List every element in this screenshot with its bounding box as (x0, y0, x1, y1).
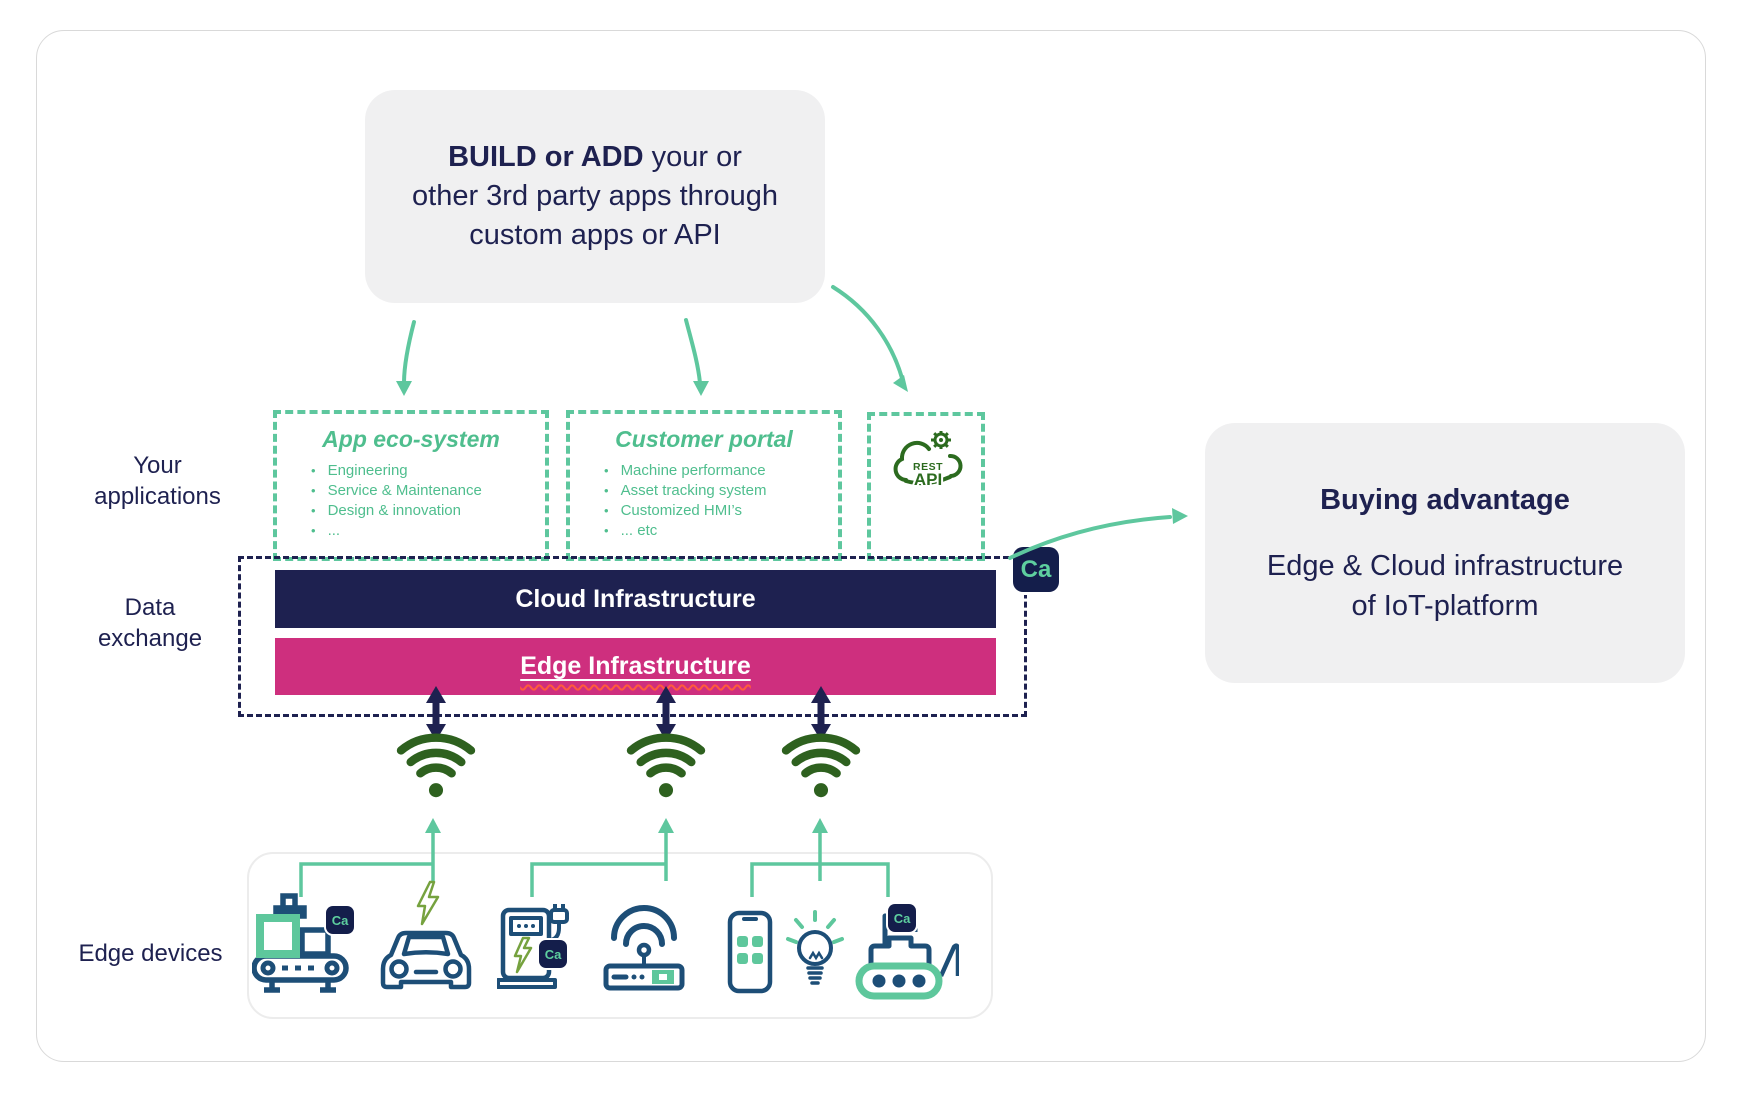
data-exchange-label: Data exchange (97, 594, 203, 652)
double-arrows (426, 686, 831, 741)
ca-badge: Ca (888, 904, 916, 932)
customer-portal-box: Customer portal Machine performance Asse… (566, 410, 842, 561)
list-item: Asset tracking system (604, 481, 838, 501)
ca-badge: Ca (1013, 547, 1059, 592)
list-item: Customized HMI’s (604, 501, 838, 521)
bracket-1 (299, 831, 435, 897)
customer-portal-title: Customer portal (615, 426, 793, 452)
car-icon (380, 930, 472, 990)
build-or-add-bold: BUILD or ADD (448, 141, 644, 173)
device-brackets (299, 831, 890, 897)
arrow-to-advantage (1008, 515, 1172, 560)
lightning-icon (416, 880, 440, 926)
wifi-icon (396, 733, 476, 798)
spellcheck-underline: Edge Infrastructure (520, 652, 751, 681)
bracket-arrowheads (425, 818, 828, 833)
lightbulb-icon (786, 910, 844, 985)
data-exchange-box (238, 556, 1027, 717)
smartphone-icon (727, 910, 773, 994)
wifi-icon (781, 733, 861, 798)
customer-portal-list: Machine performance Asset tracking syste… (570, 461, 838, 541)
arrow-to-eco (402, 320, 416, 385)
list-item: Service & Maintenance (311, 481, 545, 501)
edge-infrastructure-bar: Edge Infrastructure (275, 638, 996, 695)
list-item: ... etc (604, 521, 838, 541)
conveyor-machine-icon (252, 893, 349, 993)
edge-infrastructure-label: Edge Infrastructure (520, 652, 751, 680)
double-arrow-icon (811, 686, 831, 741)
build-or-add-line3: custom apps or API (469, 219, 721, 251)
build-or-add-box: BUILD or ADD your or other 3rd party app… (365, 90, 825, 303)
app-eco-system-list: Engineering Service & Maintenance Design… (277, 461, 545, 541)
buying-advantage-box: Buying advantage Edge & Cloud infrastruc… (1205, 423, 1685, 683)
list-item: Engineering (311, 461, 545, 481)
bracket-3 (750, 831, 890, 897)
rest-label: REST (913, 461, 943, 473)
gear-icon (931, 431, 951, 449)
list-item: ... (311, 521, 545, 541)
ca-badge: Ca (326, 906, 354, 934)
arrow-to-portal (684, 318, 702, 385)
cloud-infrastructure-bar: Cloud Infrastructure (275, 570, 996, 628)
excavator-icon (855, 913, 959, 1000)
wifi-icon (626, 733, 706, 798)
api-label: API (914, 470, 942, 489)
rest-api-box: REST API (867, 412, 985, 561)
teal-arrowheads (396, 375, 1188, 524)
cloud-infrastructure-label: Cloud Infrastructure (515, 584, 756, 613)
buying-advantage-line1: Edge & Cloud infrastructure (1266, 550, 1624, 582)
buying-advantage-line2: of IoT-platform (1351, 590, 1539, 622)
your-applications-label: Your applications (94, 452, 221, 510)
rest-api-cloud-gear-icon: REST API (893, 431, 963, 491)
double-arrow-icon (656, 686, 676, 741)
buying-advantage-title: Buying advantage (1320, 484, 1570, 516)
build-or-add-line2: other 3rd party apps through (412, 180, 778, 212)
arrow-to-api (831, 285, 904, 380)
list-item: Design & innovation (311, 501, 545, 521)
build-or-add-rest: your or (643, 141, 742, 173)
top-arrows (402, 285, 1172, 560)
app-eco-system-title: App eco-system (322, 426, 500, 452)
ca-badge: Ca (539, 940, 567, 968)
bracket-2 (530, 831, 668, 897)
build-or-add-line1: BUILD or ADD your or (365, 138, 825, 177)
router-icon (603, 905, 685, 991)
edge-devices-label: Edge devices (78, 940, 223, 967)
double-arrow-icon (426, 686, 446, 741)
app-eco-system-box: App eco-system Engineering Service & Mai… (273, 410, 549, 561)
list-item: Machine performance (604, 461, 838, 481)
